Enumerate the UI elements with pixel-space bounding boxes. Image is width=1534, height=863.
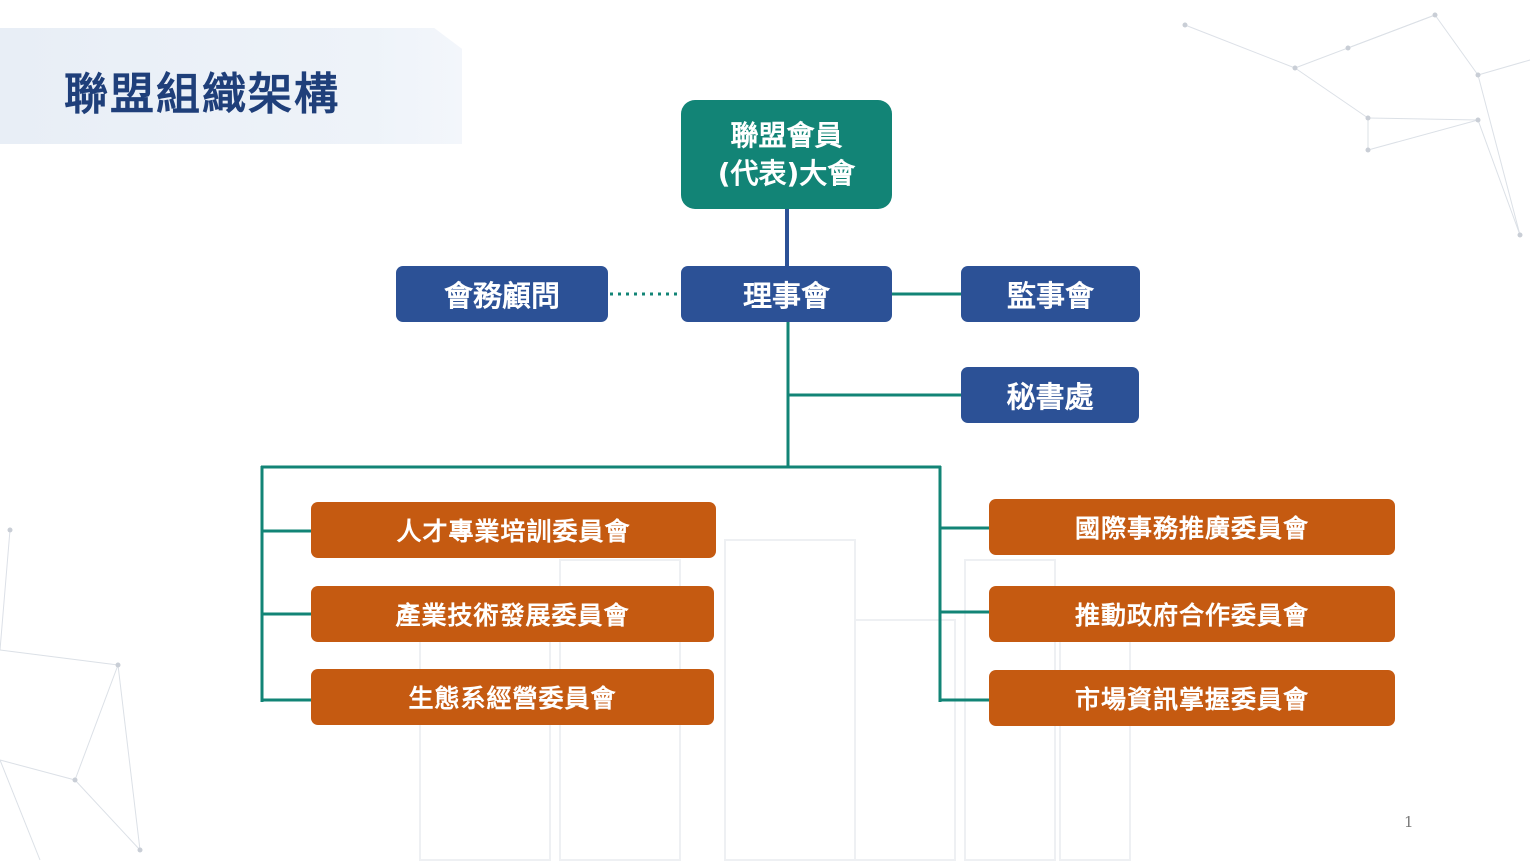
node-secretariat: 秘書處 [961,367,1139,423]
node-committee-right-2: 推動政府合作委員會 [989,586,1395,642]
node-general-assembly: 聯盟會員 (代表)大會 [681,100,892,209]
page-title: 聯盟組織架構 [64,69,340,120]
node-committee-right-3: 市場資訊掌握委員會 [989,670,1395,726]
node-board: 理事會 [681,266,892,322]
node-committee-left-3: 生態系經營委員會 [311,669,714,725]
node-committee-left-2: 產業技術發展委員會 [311,586,714,642]
node-general-assembly-line2: (代表)大會 [717,156,856,190]
node-advisor: 會務顧問 [396,266,608,322]
node-general-assembly-line1: 聯盟會員 [730,118,843,152]
page-number: 1 [1404,813,1414,831]
node-committee-left-1: 人才專業培訓委員會 [311,502,716,558]
node-supervisors: 監事會 [961,266,1140,322]
node-committee-right-1: 國際事務推廣委員會 [989,499,1395,555]
title-band [0,28,462,144]
